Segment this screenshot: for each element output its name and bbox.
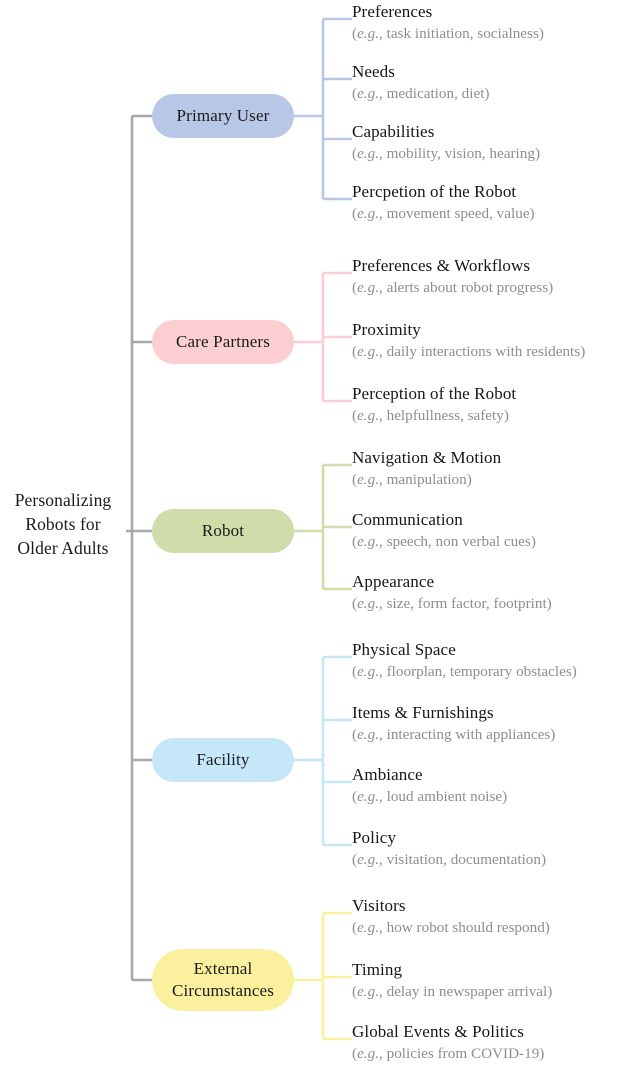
branch-label-line: Facility bbox=[196, 750, 250, 769]
leaf-example: (e.g., medication, diet) bbox=[352, 85, 490, 102]
leaf-title: Global Events & Politics bbox=[352, 1022, 524, 1041]
branch-label-line: Robot bbox=[201, 521, 245, 540]
leaf-title: Perception of the Robot bbox=[352, 384, 517, 403]
branch-label-line: Primary User bbox=[176, 106, 270, 125]
leaf-node: Ambiance (e.g., loud ambient noise) bbox=[352, 765, 640, 807]
leaf-example: (e.g., mobility, vision, hearing) bbox=[352, 145, 540, 162]
leaf-example: (e.g., size, form factor, footprint) bbox=[352, 595, 552, 612]
leaf-title: Ambiance bbox=[352, 765, 423, 784]
root-label-line-2: Robots for bbox=[25, 514, 101, 534]
leaf-title: Percpetion of the Robot bbox=[352, 182, 517, 201]
leaf-node: Visitors (e.g., how robot should respond) bbox=[352, 896, 640, 938]
leaf-node: Timing (e.g., delay in newspaper arrival) bbox=[352, 960, 640, 1002]
leaf-example: (e.g., delay in newspaper arrival) bbox=[352, 983, 553, 1000]
leaf-node: Needs (e.g., medication, diet) bbox=[352, 62, 640, 104]
leaf-title: Navigation & Motion bbox=[352, 448, 502, 467]
leaf-title: Capabilities bbox=[352, 122, 435, 141]
branch-label-line: Care Partners bbox=[176, 332, 270, 351]
leaf-example: (e.g., interacting with appliances) bbox=[352, 726, 556, 743]
leaf-title: Visitors bbox=[352, 896, 406, 915]
leaf-example: (e.g., floorplan, temporary obstacles) bbox=[352, 663, 577, 680]
leaf-example: (e.g., how robot should respond) bbox=[352, 919, 550, 936]
leaf-node: Preferences (e.g., task initiation, socia… bbox=[352, 2, 640, 44]
leaf-title: Needs bbox=[352, 62, 395, 81]
leaf-node: Global Events & Politics (e.g., policies … bbox=[352, 1022, 640, 1064]
leaf-node: Policy (e.g., visitation, documentation) bbox=[352, 828, 640, 870]
leaf-example: (e.g., visitation, documentation) bbox=[352, 851, 547, 868]
leaf-example: (e.g., task initiation, socialness) bbox=[352, 25, 544, 42]
leaf-title: Items & Furnishings bbox=[352, 703, 494, 722]
leaf-example: (e.g., daily interactions with residents… bbox=[352, 343, 586, 360]
leaf-title: Appearance bbox=[352, 572, 435, 591]
leaf-title: Preferences & Workflows bbox=[352, 256, 531, 275]
branch-node-robot[interactable]: Robot bbox=[152, 509, 294, 553]
leaf-node: Navigation & Motion (e.g., manipulation) bbox=[352, 448, 640, 490]
leaf-example: (e.g., loud ambient noise) bbox=[352, 788, 508, 805]
leaf-node: Items & Furnishings (e.g., interacting wi… bbox=[352, 703, 640, 745]
leaf-node: Perception of the Robot (e.g., helpfullne… bbox=[352, 384, 640, 426]
leaf-node: Percpetion of the Robot (e.g., movement s… bbox=[352, 182, 640, 224]
leaf-title: Timing bbox=[352, 960, 403, 979]
leaf-title: Policy bbox=[352, 828, 397, 847]
branch-node-primary-user[interactable]: Primary User bbox=[152, 94, 294, 138]
leaf-title: Communication bbox=[352, 510, 463, 529]
leaf-example: (e.g., policies from COVID-19) bbox=[352, 1045, 545, 1062]
leaf-example: (e.g., speech, non verbal cues) bbox=[352, 533, 536, 550]
root-label-line-3: Older Adults bbox=[17, 538, 109, 558]
leaf-title: Preferences bbox=[352, 2, 433, 21]
leaf-node: Capabilities (e.g., mobility, vision, hea… bbox=[352, 122, 640, 164]
leaf-example: (e.g., helpfullness, safety) bbox=[352, 407, 509, 424]
leaf-example: (e.g., alerts about robot progress) bbox=[352, 279, 554, 296]
leaf-title: Proximity bbox=[352, 320, 421, 339]
leaf-example: (e.g., movement speed, value) bbox=[352, 205, 535, 222]
leaf-example: (e.g., manipulation) bbox=[352, 471, 472, 488]
branch-node-care-partners[interactable]: Care Partners bbox=[152, 320, 294, 364]
branch-label-line: Circumstances bbox=[171, 981, 275, 1000]
leaf-title: Physical Space bbox=[352, 640, 456, 659]
branch-label-line: External bbox=[193, 959, 253, 978]
leaf-node: Physical Space (e.g., floorplan, temporar… bbox=[352, 640, 640, 682]
root-label-line-1: Personalizing bbox=[14, 490, 112, 510]
root-label: Personalizing Robots for Older Adults bbox=[0, 488, 126, 560]
leaf-node: Proximity (e.g., daily interactions with … bbox=[352, 320, 640, 362]
leaf-node: Communication (e.g., speech, non verbal c… bbox=[352, 510, 640, 552]
leaf-node: Preferences & Workflows (e.g., alerts abo… bbox=[352, 256, 640, 298]
branch-node-facility[interactable]: Facility bbox=[152, 738, 294, 782]
leaf-node: Appearance (e.g., size, form factor, foot… bbox=[352, 572, 640, 614]
